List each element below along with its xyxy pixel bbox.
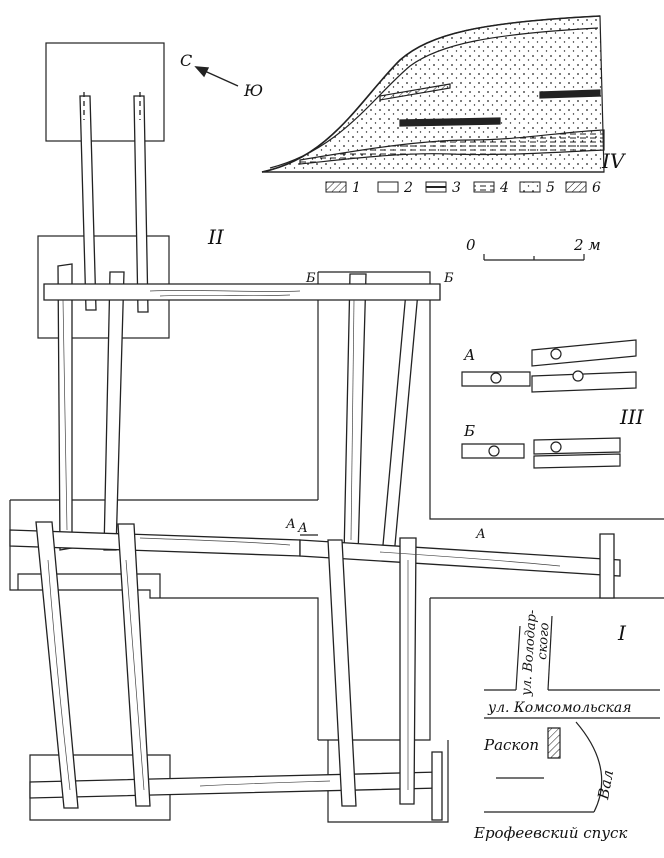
section-panel-label: IV	[601, 149, 627, 173]
rampart-label: Вал	[594, 768, 617, 801]
legend-label-4: 4	[499, 180, 509, 196]
plan-panel-label: II	[207, 225, 225, 249]
descent-label: Ерофеевский спуск	[473, 824, 627, 842]
street-volodarsky-2: ского	[535, 622, 553, 660]
soil-section	[261, 15, 605, 173]
joint-row-a-label: А	[463, 346, 475, 364]
scale-start-label: 0	[466, 236, 476, 254]
scale-end-label: 2 м	[573, 236, 601, 254]
scale-bar	[483, 254, 585, 261]
section-mark-b-right: Б	[443, 271, 454, 286]
legend-label-1: 1	[352, 180, 361, 196]
location-panel-label: I	[617, 621, 627, 645]
location-map	[484, 615, 660, 813]
joints-panel-label: III	[619, 405, 645, 429]
street-volodarsky-1: ул. Володар-	[519, 609, 540, 697]
compass-arrow	[194, 66, 239, 87]
joint-row-b-label: Б	[463, 422, 475, 440]
legend-label-3: 3	[452, 180, 461, 196]
compass-north-label: С	[180, 51, 192, 70]
legend-label-5: 5	[546, 180, 555, 196]
joint-details	[461, 339, 637, 469]
section-mark-a-left2: А	[297, 521, 308, 536]
excavation-label: Раскоп	[483, 736, 539, 754]
section-mark-a-right: А	[475, 527, 486, 542]
section-mark-b-left: Б	[305, 271, 316, 286]
wood-grain	[47, 290, 561, 791]
excavation-outline	[9, 42, 664, 823]
logs-horizontal	[9, 283, 621, 799]
section-mark-a-left: А	[285, 517, 296, 532]
legend-swatches	[325, 181, 587, 193]
legend-label-6: 6	[592, 180, 601, 196]
legend-label-2: 2	[403, 180, 413, 196]
compass-south-label: Ю	[243, 81, 263, 100]
street-komsomolskaya: ул. Комсомольская	[487, 700, 631, 716]
